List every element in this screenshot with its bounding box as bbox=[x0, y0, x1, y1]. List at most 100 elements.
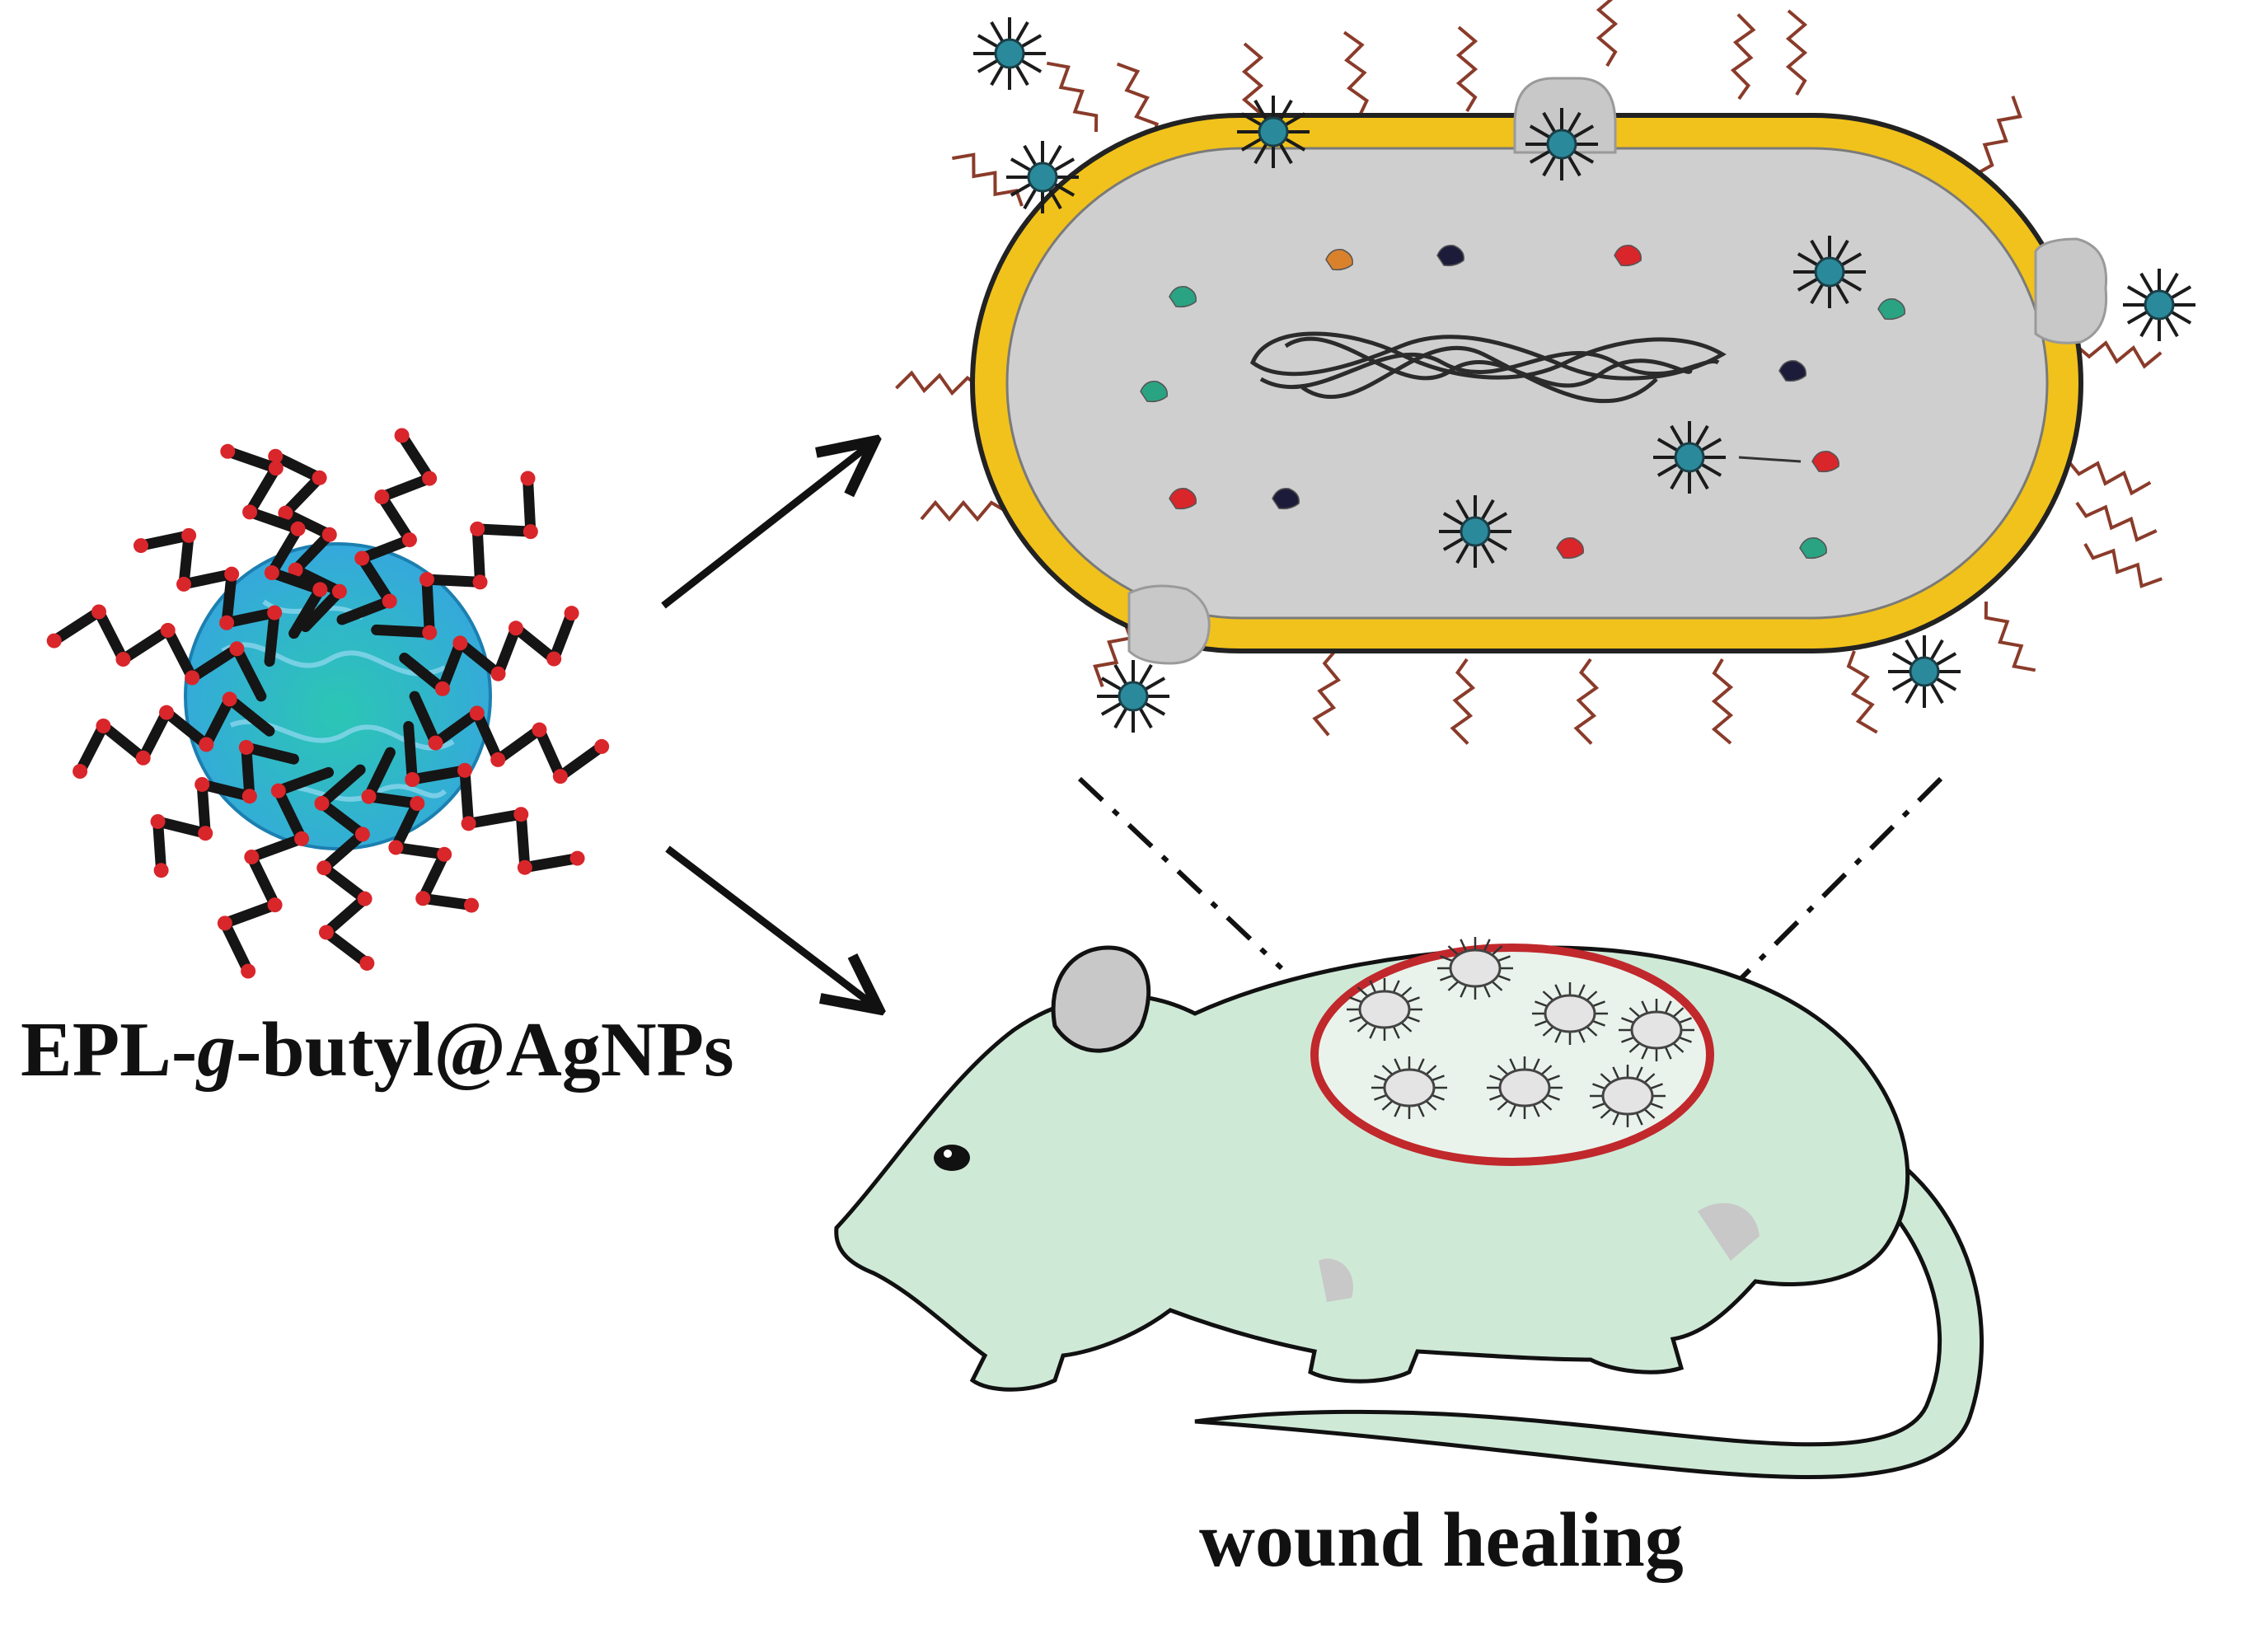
flagellum bbox=[2067, 460, 2152, 496]
cell-fragment bbox=[1325, 249, 1353, 271]
cell-fragment bbox=[1556, 537, 1584, 560]
nanoparticle-label-suffix: -butyl@AgNPs bbox=[236, 1007, 734, 1093]
cell-fragment bbox=[1436, 245, 1464, 267]
polymer-node bbox=[394, 428, 410, 443]
polymer-node bbox=[569, 850, 585, 866]
membrane-pore-right bbox=[2034, 237, 2108, 344]
polymer-node bbox=[415, 891, 431, 906]
polymer-node bbox=[135, 750, 151, 766]
polymer-node bbox=[359, 955, 375, 971]
flagellum bbox=[1711, 658, 1734, 745]
cell-fragment bbox=[1614, 245, 1642, 267]
flagellum bbox=[1450, 658, 1476, 745]
cell-fragment bbox=[1811, 451, 1839, 473]
polymer-node bbox=[490, 666, 506, 681]
wound-bacterium bbox=[1590, 1065, 1666, 1127]
wound-healing-label: wound healing bbox=[1199, 1497, 1684, 1583]
wound-bacterium bbox=[1532, 982, 1608, 1045]
wound-bacterium bbox=[1619, 999, 1694, 1061]
polymer-node bbox=[508, 620, 523, 636]
polymer-node bbox=[96, 718, 111, 733]
membrane-pore-top bbox=[1513, 77, 1617, 154]
polymer-node bbox=[278, 505, 293, 521]
polymer-node bbox=[410, 796, 425, 812]
silver-particle bbox=[1006, 141, 1079, 213]
particle-core bbox=[1027, 162, 1058, 193]
polymer-node bbox=[564, 606, 579, 621]
polymer-node bbox=[464, 897, 480, 913]
particle-core bbox=[1546, 129, 1577, 160]
flagellum bbox=[952, 152, 1024, 207]
polymer-node bbox=[264, 565, 279, 581]
bacterial-cytoplasm bbox=[1005, 147, 2049, 620]
polymer-node bbox=[268, 448, 284, 464]
silver-particle bbox=[1097, 660, 1169, 733]
polymer-node bbox=[452, 635, 468, 651]
polymer-node bbox=[290, 521, 306, 536]
polymer-node bbox=[159, 705, 175, 720]
silver-particle bbox=[1525, 108, 1598, 180]
nanoparticle-label-italic: g bbox=[197, 1007, 237, 1093]
wound-bacterium-body bbox=[1601, 1076, 1654, 1116]
flagellum bbox=[1343, 30, 1370, 116]
wound-bacterium-body bbox=[1383, 1068, 1436, 1108]
nanoparticle-label-prefix: EPL- bbox=[21, 1007, 198, 1093]
polymer-node bbox=[552, 769, 568, 784]
mouse-ear bbox=[1051, 945, 1151, 1053]
polymer-node bbox=[229, 641, 245, 657]
polymer-chains bbox=[46, 428, 610, 979]
zoom-line-right bbox=[1724, 776, 1943, 995]
intracellular-fragments bbox=[1140, 245, 1905, 560]
polymer-node bbox=[316, 860, 332, 876]
particle-core bbox=[2144, 289, 2175, 321]
polymer-node bbox=[242, 504, 258, 520]
polymer-node bbox=[185, 670, 200, 686]
particle-core bbox=[1814, 256, 1845, 288]
wound-bacterium-body bbox=[1498, 1068, 1551, 1108]
polymer-node bbox=[224, 566, 240, 582]
bacterium bbox=[895, 0, 2163, 745]
cell-fragment bbox=[1778, 360, 1806, 382]
wound-bacterium-body bbox=[1544, 994, 1596, 1033]
polymer-node bbox=[220, 443, 236, 459]
polymer-node bbox=[268, 461, 284, 476]
flagellum bbox=[1455, 26, 1478, 113]
polymer-node bbox=[419, 572, 434, 588]
polymer-node bbox=[331, 583, 347, 599]
polymer-node bbox=[133, 538, 148, 554]
polymer-node bbox=[522, 524, 538, 540]
polymer-node bbox=[461, 816, 476, 831]
flagellum bbox=[1596, 0, 1619, 68]
flagellum bbox=[1785, 9, 1808, 96]
polymer-node bbox=[469, 705, 485, 721]
polymer-node bbox=[520, 471, 536, 486]
polymer-node bbox=[267, 897, 283, 913]
polymer-node bbox=[314, 795, 330, 811]
zoom-line-left bbox=[1077, 776, 1284, 971]
polymer-node bbox=[244, 849, 260, 864]
silver-particle bbox=[1237, 96, 1310, 168]
polymer-node bbox=[321, 527, 337, 542]
polymer-node bbox=[382, 593, 397, 609]
particle-core bbox=[1118, 681, 1149, 712]
silver-nanoparticles bbox=[973, 17, 2195, 733]
polymer-node bbox=[91, 604, 106, 620]
polymer-node bbox=[470, 521, 485, 536]
polymer-node bbox=[428, 735, 443, 751]
wound-bacterium bbox=[1347, 978, 1422, 1041]
flagellum bbox=[1312, 649, 1341, 737]
arrow-to-bacterium bbox=[661, 445, 869, 609]
flagellum bbox=[1117, 62, 1159, 141]
silver-particle bbox=[1888, 635, 1961, 708]
particle-core bbox=[1460, 516, 1491, 547]
wound-bacterium-body bbox=[1630, 1010, 1683, 1050]
wound-bacteria bbox=[1347, 937, 1694, 1127]
polymer-node bbox=[361, 789, 377, 804]
flagellum bbox=[1730, 13, 1756, 101]
polymer-node bbox=[270, 783, 286, 798]
polymer-node bbox=[517, 859, 532, 875]
polymer-node bbox=[357, 891, 373, 906]
polymer-node bbox=[318, 925, 334, 940]
cell-fragment bbox=[1169, 286, 1197, 308]
